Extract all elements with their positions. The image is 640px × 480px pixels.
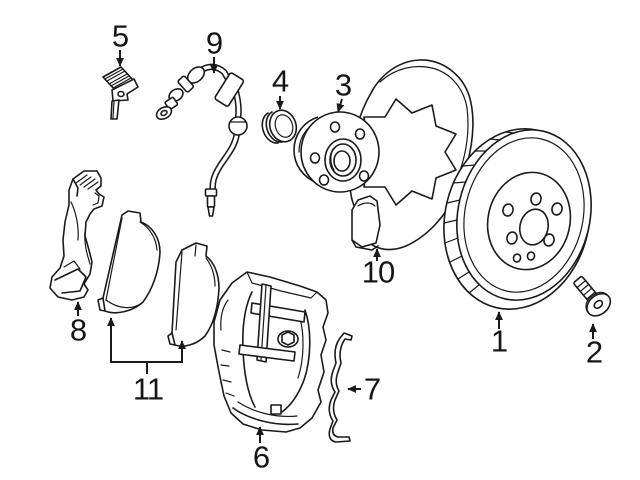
callout-label-6: 6 bbox=[252, 439, 270, 475]
part-brake-rotor bbox=[443, 128, 592, 310]
callout-label-1: 1 bbox=[490, 323, 508, 359]
callout-label-8: 8 bbox=[69, 312, 87, 348]
callout-label-11: 11 bbox=[132, 371, 164, 407]
part-wear-sensor-bracket bbox=[102, 66, 139, 120]
part-brake-pad-outer bbox=[97, 210, 161, 314]
callout-arrows bbox=[74, 50, 597, 443]
part-hub-assembly bbox=[293, 111, 380, 193]
callout-label-4: 4 bbox=[271, 63, 289, 99]
rotor-vent-hatches bbox=[443, 131, 515, 294]
callout-label-7: 7 bbox=[363, 371, 381, 407]
part-hub-seal-cap bbox=[261, 109, 298, 144]
callout-label-5: 5 bbox=[111, 18, 129, 54]
callout-label-2: 2 bbox=[585, 334, 603, 370]
part-retaining-spring-clip bbox=[328, 332, 353, 443]
rotor-lug-holes bbox=[502, 192, 563, 263]
callout-label-10: 10 bbox=[361, 254, 395, 290]
hub-lug-holes bbox=[309, 121, 370, 186]
part-caliper-mounting-bracket bbox=[49, 170, 105, 301]
part-brake-hose bbox=[155, 63, 248, 217]
callout-label-3: 3 bbox=[334, 67, 352, 103]
part-brake-pad-inner bbox=[167, 242, 220, 347]
part-brake-caliper bbox=[213, 271, 329, 433]
part-rotor-screw bbox=[573, 275, 612, 317]
callout-label-9: 9 bbox=[205, 25, 223, 61]
part-splash-shield bbox=[349, 59, 474, 251]
